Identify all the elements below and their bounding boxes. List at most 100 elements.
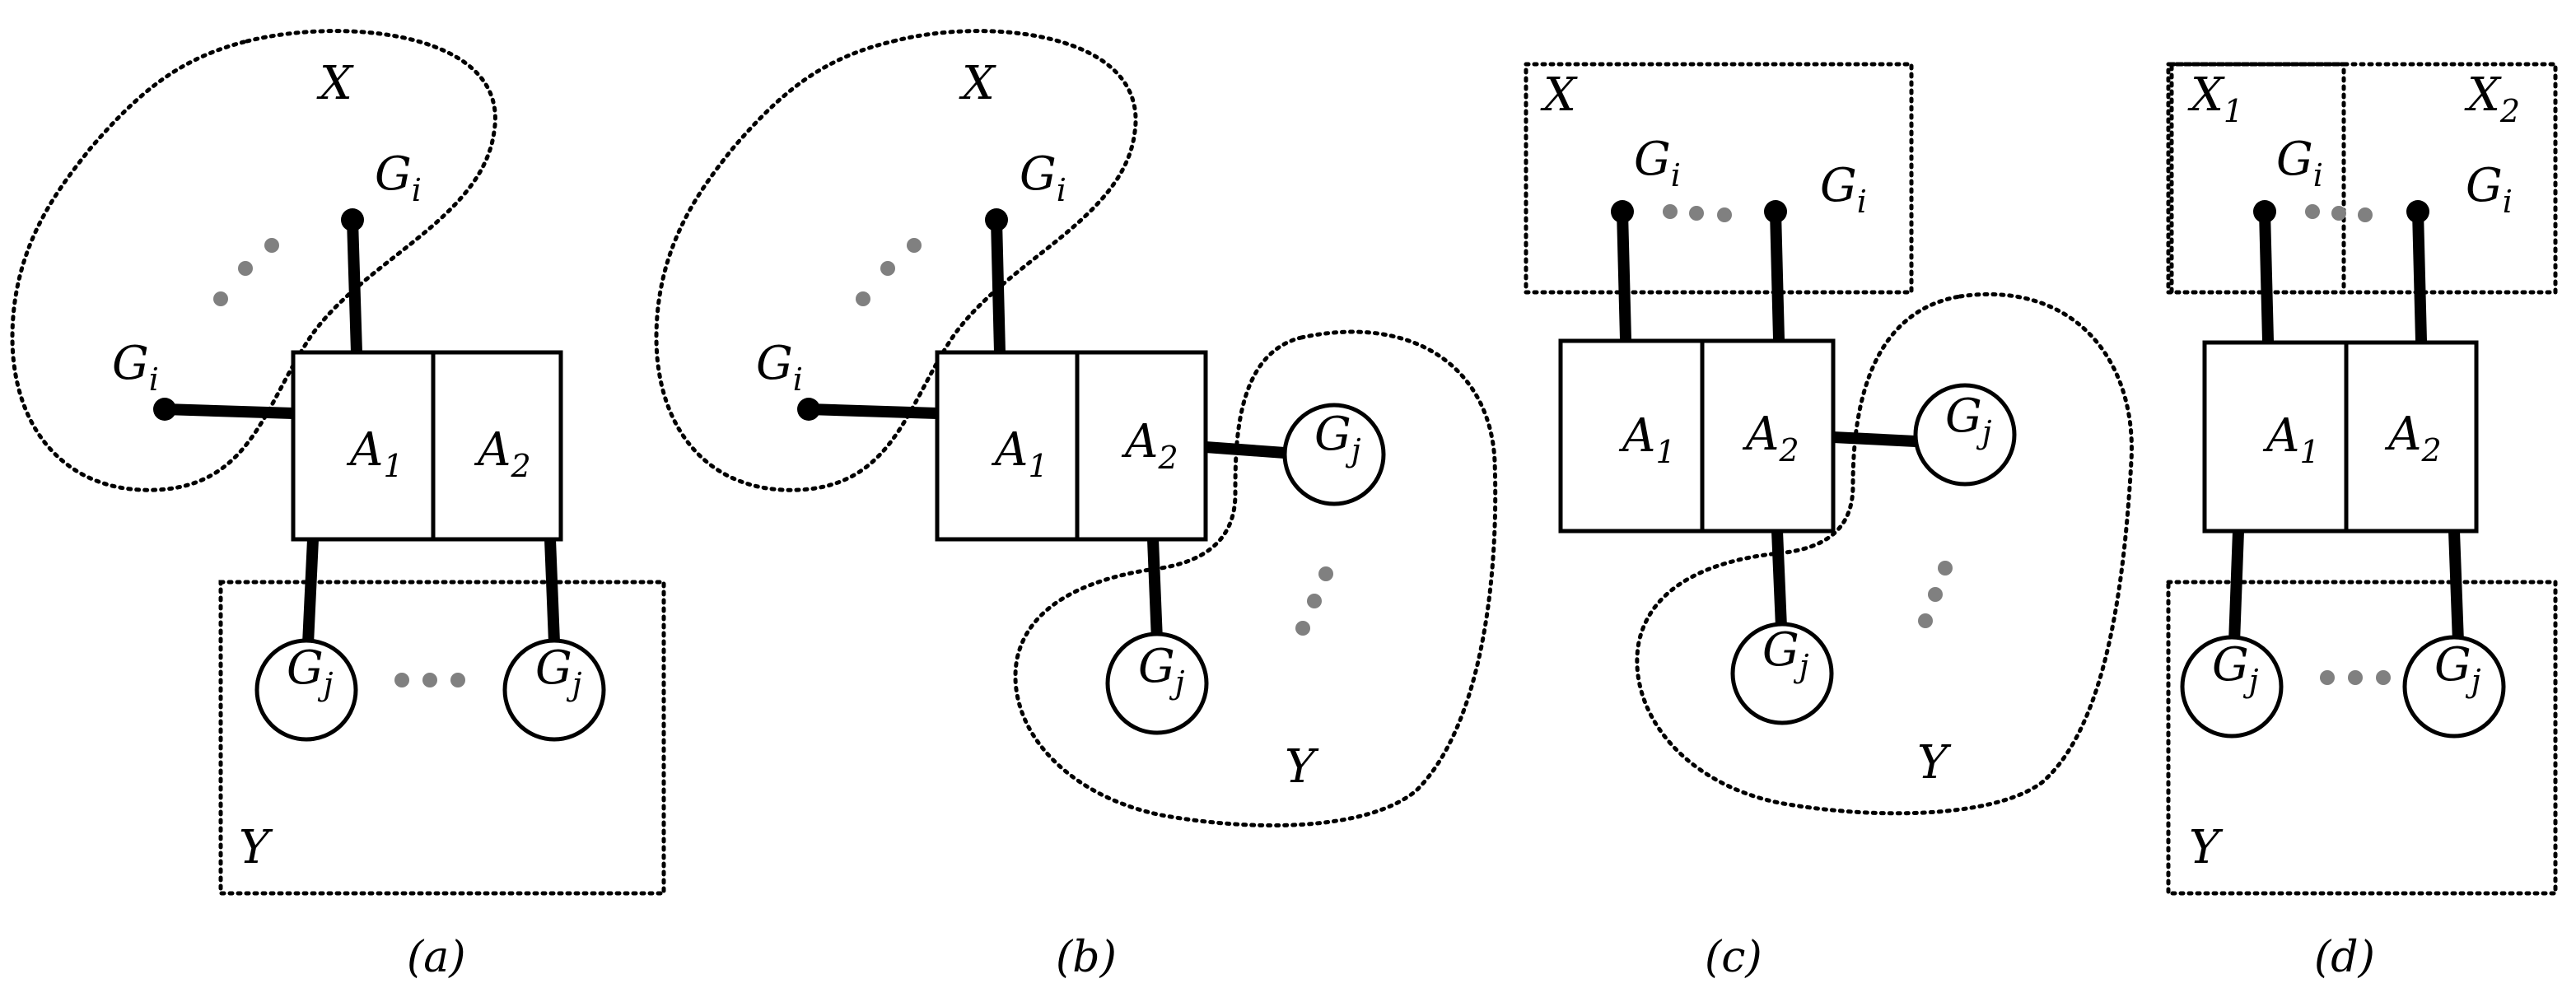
panel-c-box-a2 [1700,338,1836,534]
panel-d: X1 X2 Y Gi Gi A1 A2 Gj Gj (d) [2166,62,2558,982]
panel-a-region-x-outline [10,29,497,492]
panel-a-ellipsis-dot [213,291,228,306]
panel-b-ellipsis-dot [1318,566,1333,581]
panel-b-gj-bottom-label: Gj [1138,640,1185,701]
panel-b-edge-gj-right [1205,441,1286,459]
panel-c-ellipsis-dot [1663,204,1678,219]
panel-c-region-y-label: Y [1917,736,1952,790]
panel-c-a1-label: A1 [1618,409,1676,470]
panel-c-node-gi-2 [1764,200,1787,223]
panel-c-node-gj-bottom [1730,622,1834,725]
panel-a-edge-gj-2 [544,538,560,643]
panel-c-gi-2-label: Gi [1820,159,1867,220]
panel-c-ellipsis-dot [1938,561,1953,576]
panel-d-gj-2-label: Gj [2434,638,2481,699]
panel-d-ellipsis-dot [2305,204,2320,219]
panel-d-region-y-label: Y [2189,821,2224,874]
panel-d-box-a1 [2202,340,2349,534]
panel-c-caption: (c) [1705,933,1762,982]
panel-a-ellipsis-dot [264,238,279,253]
panel-a-region-y-outline [218,580,666,896]
panel-a-region-x-label: X [316,57,354,110]
panel-b-node-gi-left [797,398,820,421]
panel-c-edge-gi-2 [1770,211,1785,340]
panel-a-edge-gi-left [164,403,294,419]
panel-a-edge-gi-top [347,219,362,353]
panel-a-gi-top-label: Gi [375,147,422,208]
panel-b-region-y-outline [1013,329,1498,827]
panel-c-ellipsis-dot [1918,613,1933,628]
panel-a-gi-left-label: Gi [112,337,159,398]
panel-d-edge-gj-1 [2228,530,2244,643]
panel-a: X Y Gi Gi A1 A2 Gj Gj (a) [10,29,666,982]
panel-d-ellipsis-dot [2376,670,2391,685]
panel-d-box-a2 [2344,340,2479,534]
panel-c-gj-bottom-label: Gj [1762,623,1809,684]
panel-d-node-gj-2 [2402,635,2506,739]
panel-b-gj-right-label: Gj [1314,408,1361,468]
panel-b-gi-left-label: Gi [756,337,803,398]
panel-d-region-x1-label: X1 [2187,68,2243,129]
panel-c-gi-1-label: Gi [1634,133,1681,193]
panel-d-region-x2-outline [2169,62,2558,295]
panel-b-region-y-label: Y [1285,740,1319,794]
panel-c-ellipsis-dot [1689,206,1704,221]
panel-b-node-gj-right [1282,403,1386,506]
panel-b-ellipsis-dot [1295,621,1310,636]
panel-a-gj-2-label: Gj [535,641,582,702]
panel-a-node-gj-2 [502,638,606,742]
panel-c-region-x-label: X [1540,68,1578,122]
panel-c-ellipsis-dot [1928,587,1943,602]
panel-c-edge-gj-bottom [1771,530,1787,628]
panel-d-ellipsis-dot [2348,670,2363,685]
panel-a-ellipsis-dot [394,673,409,687]
panel-d-region-x1-outline [2166,62,2346,295]
panel-b-region-x-label: X [959,57,996,110]
panel-a-node-gi-left [153,398,176,421]
panel-b: X Y Gi Gi A1 A2 Gj Gj (b) [654,29,1498,982]
panel-b-edge-gi-left [808,403,938,419]
panel-a-box-a2 [431,350,563,542]
panel-d-edge-gi-2 [2412,211,2427,342]
panel-a-edge-gj-1 [302,538,319,645]
panel-a-ellipsis-dot [238,261,253,276]
panel-d-caption: (d) [2314,933,2375,982]
panel-d-edge-gj-2 [2448,530,2464,643]
panel-d-gi-2-label: Gi [2466,159,2513,220]
panel-d-region-y-outline [2166,580,2558,896]
panel-b-region-x-outline [654,29,1138,492]
panel-a-caption: (a) [407,933,466,982]
panel-c-node-gi-1 [1611,200,1634,223]
panel-d-gj-1-label: Gj [2212,638,2259,699]
panel-c-gj-right-label: Gj [1945,389,1992,450]
panel-d-ellipsis-dot [2320,670,2335,685]
panel-b-ellipsis-dot [856,291,870,306]
panel-d-node-gi-2 [2406,200,2429,223]
panel-d-a2-label: A2 [2384,408,2442,468]
panel-b-edge-gj-bottom [1147,538,1163,641]
panel-b-gi-top-label: Gi [1020,147,1066,208]
panel-b-node-gj-bottom [1105,631,1209,735]
panel-b-box-a1 [935,350,1080,542]
panel-c-edge-gj-right [1832,431,1916,447]
panel-d-ellipsis-dot [2358,207,2373,222]
panel-b-ellipsis-dot [907,238,922,253]
panel-a-a2-label: A2 [474,423,531,484]
panel-b-a1-label: A1 [991,423,1048,484]
panel-a-node-gj-1 [254,638,358,742]
panel-a-gj-1-label: Gj [287,641,334,702]
panel-d-a1-label: A1 [2262,409,2320,470]
panel-d-ellipsis-dot [2331,206,2346,221]
panel-c-region-y-outline [1635,292,2134,816]
panel-d-node-gi-1 [2253,200,2276,223]
panel-d-edge-gi-1 [2259,211,2274,342]
panel-c: X Y Gi Gi A1 A2 Gj Gj (c) [1524,62,2134,982]
panel-a-region-y-label: Y [239,821,273,874]
panel-d-gi-1-label: Gi [2276,133,2323,193]
panel-c-ellipsis-dot [1717,207,1732,222]
panel-b-ellipsis-dot [880,261,895,276]
panel-b-ellipsis-dot [1307,594,1322,608]
panel-a-node-gi-top [341,208,364,231]
panel-b-caption: (b) [1056,933,1117,982]
panel-c-region-x-outline [1524,62,1914,295]
